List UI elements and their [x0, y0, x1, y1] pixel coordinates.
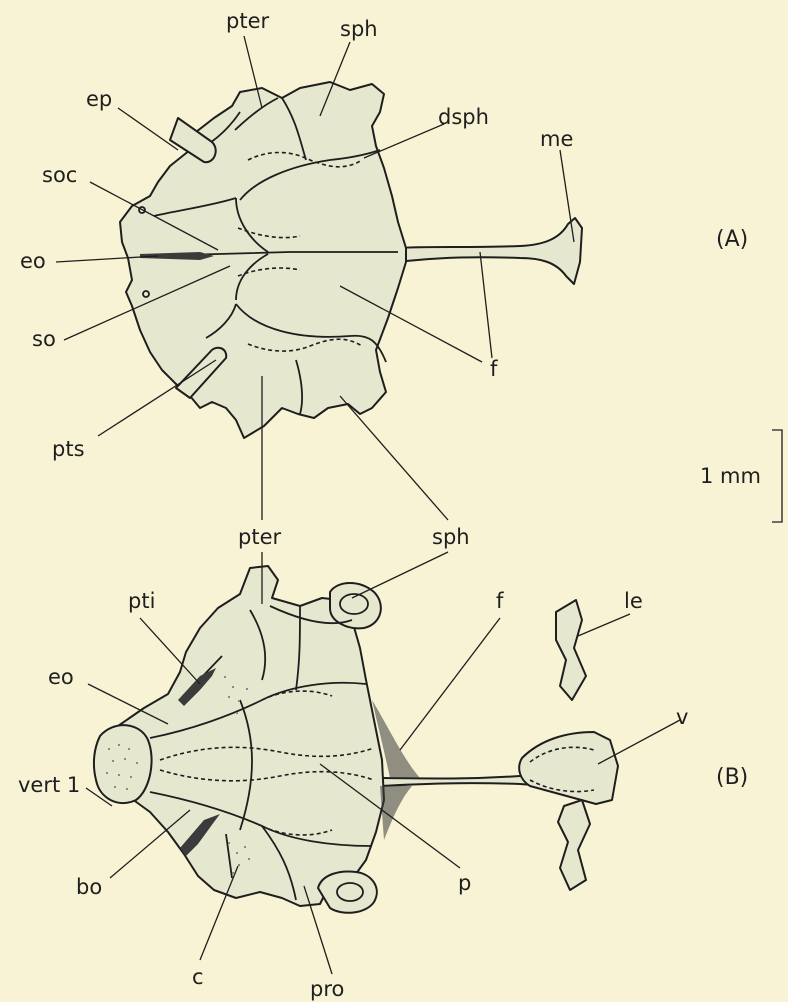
- panel-b-sphenotic-knob: [330, 583, 381, 628]
- label-a-f: f: [490, 357, 498, 381]
- panel-a-skull: [120, 82, 582, 438]
- leader-a-sph-lower: [340, 396, 448, 520]
- label-a-ep: ep: [86, 87, 112, 111]
- panel-b-skull: [94, 566, 618, 913]
- label-a-pter-lower: pter: [238, 525, 281, 549]
- label-b-le: le: [624, 589, 643, 613]
- panel-a-tag: (A): [716, 227, 748, 252]
- panel-b-frontal-shade-lower: [380, 786, 412, 840]
- label-a-eo: eo: [20, 249, 46, 273]
- scale-bar-label: 1 mm: [700, 464, 761, 488]
- panel-a-frontal-rod: [398, 218, 582, 284]
- label-a-sph-lower: sph: [432, 525, 470, 549]
- label-b-pro: pro: [310, 977, 344, 1001]
- panel-b-tag: (B): [716, 765, 748, 790]
- label-a-dsph: dsph: [438, 105, 489, 129]
- panel-b-lateral-ethmoid-upper: [556, 600, 586, 700]
- leader-b-le: [578, 614, 630, 636]
- panel-b-lateral-ethmoid-lower: [558, 800, 590, 890]
- label-a-soc: soc: [42, 163, 77, 187]
- label-b-vert1: vert 1: [18, 773, 80, 797]
- leader-a-f-upper: [480, 252, 492, 358]
- label-b-c: c: [192, 965, 204, 989]
- label-b-p: p: [458, 871, 471, 895]
- label-b-bo: bo: [76, 875, 102, 899]
- panel-b-basioccipital-head: [94, 725, 152, 803]
- leader-a-ep: [118, 108, 178, 150]
- label-a-pter: pter: [226, 9, 269, 33]
- label-a-sph: sph: [340, 17, 378, 41]
- scale-bar: 1 mm: [700, 430, 782, 522]
- panel-a-skull-outline: [120, 82, 406, 438]
- scale-bar-line: [772, 430, 782, 522]
- label-a-me: me: [540, 127, 573, 151]
- leader-b-sph: [352, 552, 448, 598]
- label-b-f: f: [496, 589, 504, 613]
- label-b-pti: pti: [128, 589, 155, 613]
- panel-b-prootic-knob: [318, 872, 377, 913]
- label-b-eo: eo: [48, 665, 74, 689]
- panel-b-vomer: [519, 732, 618, 804]
- label-a-so: so: [32, 327, 56, 351]
- label-a-pts: pts: [52, 437, 85, 461]
- leader-b-f: [400, 618, 500, 750]
- label-b-v: v: [676, 705, 688, 729]
